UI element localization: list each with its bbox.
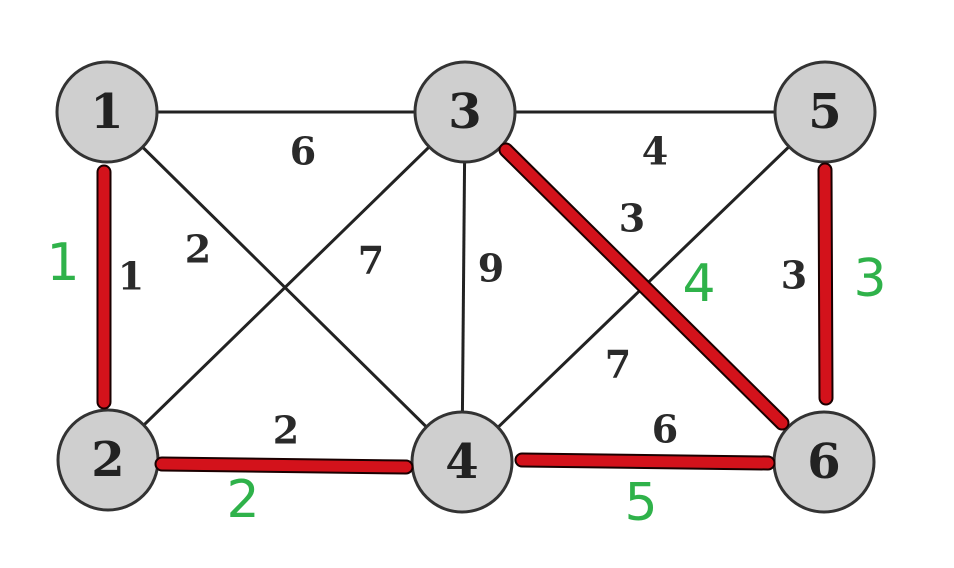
edges-layer bbox=[105, 110, 827, 464]
graph-node-6: 6 bbox=[772, 410, 876, 514]
weight-label-3-5: 4 bbox=[642, 129, 668, 174]
order-label-edge-4-6: 5 bbox=[624, 473, 657, 533]
graph-node-4: 4 bbox=[410, 410, 514, 514]
graph-node-5: 5 bbox=[773, 60, 877, 164]
order-label-edge-5-6: 3 bbox=[853, 249, 886, 309]
edge-2-3 bbox=[106, 110, 467, 462]
selected-edge-4-6 bbox=[514, 452, 776, 471]
node-label-3: 3 bbox=[448, 84, 481, 140]
weight-label-1-4: 2 bbox=[185, 227, 211, 272]
order-label-edge-3-6: 4 bbox=[682, 254, 715, 314]
weight-label-3-6: 3 bbox=[619, 196, 645, 241]
graph-node-3: 3 bbox=[413, 60, 517, 164]
selected-edge-5-6 bbox=[817, 162, 834, 406]
node-label-5: 5 bbox=[808, 84, 841, 140]
graph-node-2: 2 bbox=[56, 408, 160, 512]
node-label-6: 6 bbox=[807, 434, 840, 490]
weight-label-3-4: 9 bbox=[478, 246, 504, 291]
order-label-edge-1-2: 1 bbox=[46, 233, 79, 293]
nodes-layer: 1 2 3 4 5 6 bbox=[55, 60, 877, 514]
weight-label-5-6: 3 bbox=[781, 253, 807, 298]
selected-edges-layer bbox=[96, 142, 834, 475]
node-label-1: 1 bbox=[90, 84, 123, 140]
selected-edge-2-4 bbox=[154, 456, 414, 475]
weight-label-1-2: 1 bbox=[118, 254, 144, 299]
weight-label-4-5: 7 bbox=[605, 342, 631, 387]
order-labels-layer: 1 2 3 4 5 bbox=[46, 233, 886, 533]
node-label-4: 4 bbox=[445, 434, 478, 490]
graph-node-1: 1 bbox=[55, 60, 159, 164]
weight-label-1-3: 6 bbox=[290, 129, 316, 174]
node-label-2: 2 bbox=[91, 432, 124, 488]
weight-label-2-4: 2 bbox=[273, 408, 299, 453]
edge-3-4 bbox=[460, 111, 467, 463]
selected-edge-3-6 bbox=[498, 142, 790, 431]
weight-label-4-6: 6 bbox=[652, 407, 678, 452]
weight-label-2-3: 7 bbox=[358, 238, 384, 283]
weight-labels-layer: 6 4 1 2 7 9 3 7 3 2 6 bbox=[118, 129, 807, 453]
order-label-edge-2-4: 2 bbox=[226, 470, 259, 530]
